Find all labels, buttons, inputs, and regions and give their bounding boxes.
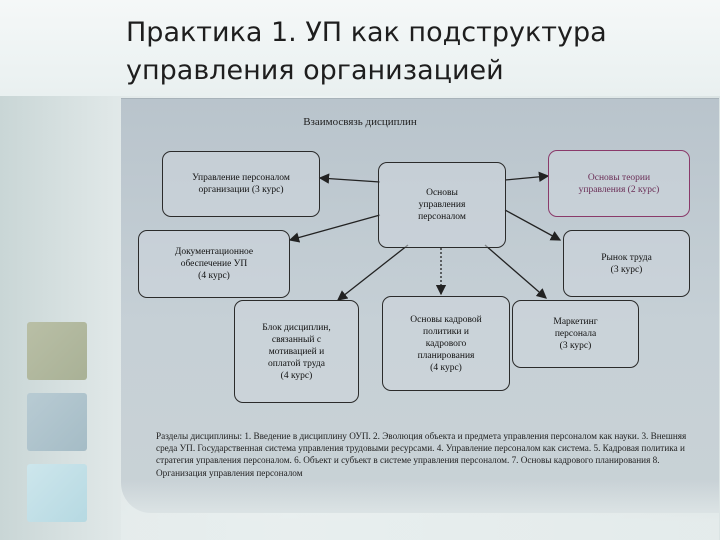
- arrow-to-upravlenie: [318, 173, 381, 184]
- node-upravlenie-personalom: Управление персоналом организации (3 кур…: [162, 151, 320, 217]
- arrow-to-marketing: [484, 244, 547, 299]
- arrow-to-blok: [336, 244, 409, 301]
- node-blok-disciplin: Блок дисциплин, связанный с мотивацией и…: [234, 300, 359, 403]
- diagram-title: Взаимосвязь дисциплин: [303, 116, 417, 128]
- slide-title: Практика 1. УП как подструктура управлен…: [126, 17, 607, 86]
- decor-square-2: [27, 393, 87, 451]
- decor-square-3: [27, 464, 87, 522]
- node-marketing-personala: Маркетинг персонала (3 курс): [512, 300, 639, 368]
- node-dokumentacionnoe-obespechenie: Документационное обеспечение УП (4 курс): [138, 230, 290, 298]
- node-osnovy-teorii-upravleniya: Основы теории управления (2 курс): [548, 150, 690, 217]
- node-osnovy-kadrovoy-politiki: Основы кадровой политики и кадрового пла…: [382, 296, 510, 391]
- discipline-sections-text: Разделы дисциплины: 1. Введение в дисцип…: [156, 431, 687, 478]
- arrow-to-osnovy-teorii: [504, 171, 550, 183]
- panel-fade: [121, 480, 719, 540]
- arrow-to-dokument: [288, 214, 381, 243]
- node-osnovy-upravleniya-personalom: Основы управления персоналом: [378, 162, 506, 248]
- slide-header: [0, 0, 720, 96]
- arrow-to-rynok: [504, 209, 562, 241]
- node-rynok-truda: Рынок труда (3 курс): [563, 230, 690, 297]
- decor-square-1: [27, 322, 87, 380]
